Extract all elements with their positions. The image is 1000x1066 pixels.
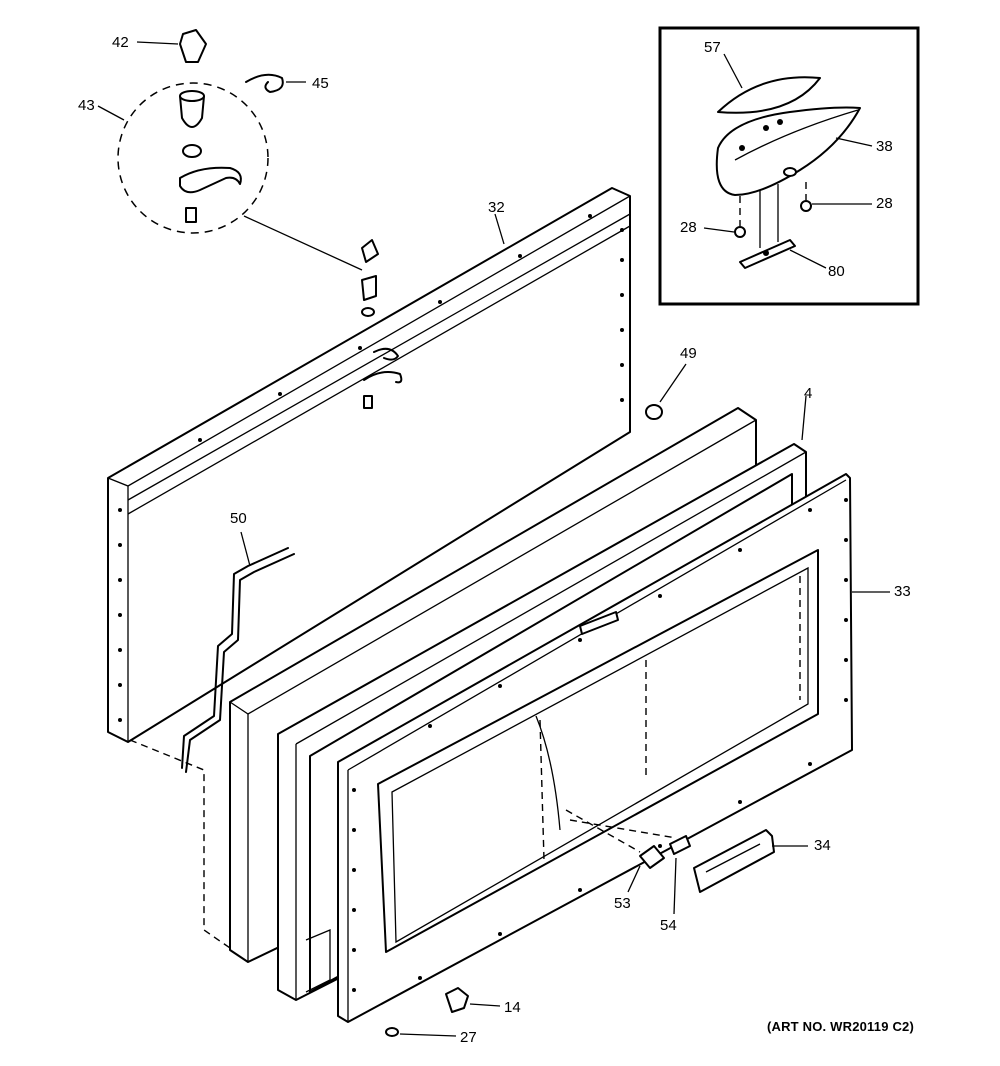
switch-part-54 bbox=[669, 835, 691, 915]
callout-34: 34 bbox=[814, 837, 831, 854]
lock-assembly-detail bbox=[117, 82, 363, 271]
art-number-label: (ART NO. WR20119 C2) bbox=[766, 1019, 914, 1034]
callout-45: 45 bbox=[312, 75, 329, 92]
hinge-part-14 bbox=[445, 987, 501, 1013]
callout-54: 54 bbox=[660, 917, 677, 934]
callout-50: 50 bbox=[230, 510, 247, 527]
screw-part-27 bbox=[385, 1027, 457, 1037]
mounting-strip-part-80 bbox=[739, 184, 796, 269]
callout-27: 27 bbox=[460, 1029, 477, 1046]
screw-part-28-right bbox=[800, 200, 812, 212]
callout-53: 53 bbox=[614, 895, 631, 912]
callout-42: 42 bbox=[112, 34, 129, 51]
callout-28-right: 28 bbox=[876, 195, 893, 212]
switch-knob-part-53 bbox=[627, 845, 665, 893]
callout-32: 32 bbox=[488, 199, 505, 216]
callout-28-left: 28 bbox=[680, 219, 697, 236]
callout-14: 14 bbox=[504, 999, 521, 1016]
callout-80: 80 bbox=[828, 263, 845, 280]
clip-part-45 bbox=[245, 73, 306, 93]
bumper-part-49 bbox=[645, 363, 687, 420]
callout-43: 43 bbox=[78, 97, 95, 114]
door-liner-part-33 bbox=[337, 473, 890, 1023]
callout-4: 4 bbox=[804, 385, 812, 402]
key-part-42 bbox=[136, 29, 207, 63]
callout-49: 49 bbox=[680, 345, 697, 362]
screw-part-28-left bbox=[734, 226, 746, 238]
handle-cap-part-57 bbox=[717, 76, 821, 114]
callout-38: 38 bbox=[876, 138, 893, 155]
inset-handle-detail: 57 38 28 28 80 bbox=[658, 26, 920, 306]
handle-body-part-38 bbox=[715, 106, 861, 196]
light-lens-part-34 bbox=[693, 829, 808, 893]
callout-33: 33 bbox=[894, 583, 911, 600]
heater-wire-part-50 bbox=[181, 531, 295, 773]
callout-57: 57 bbox=[704, 39, 721, 56]
